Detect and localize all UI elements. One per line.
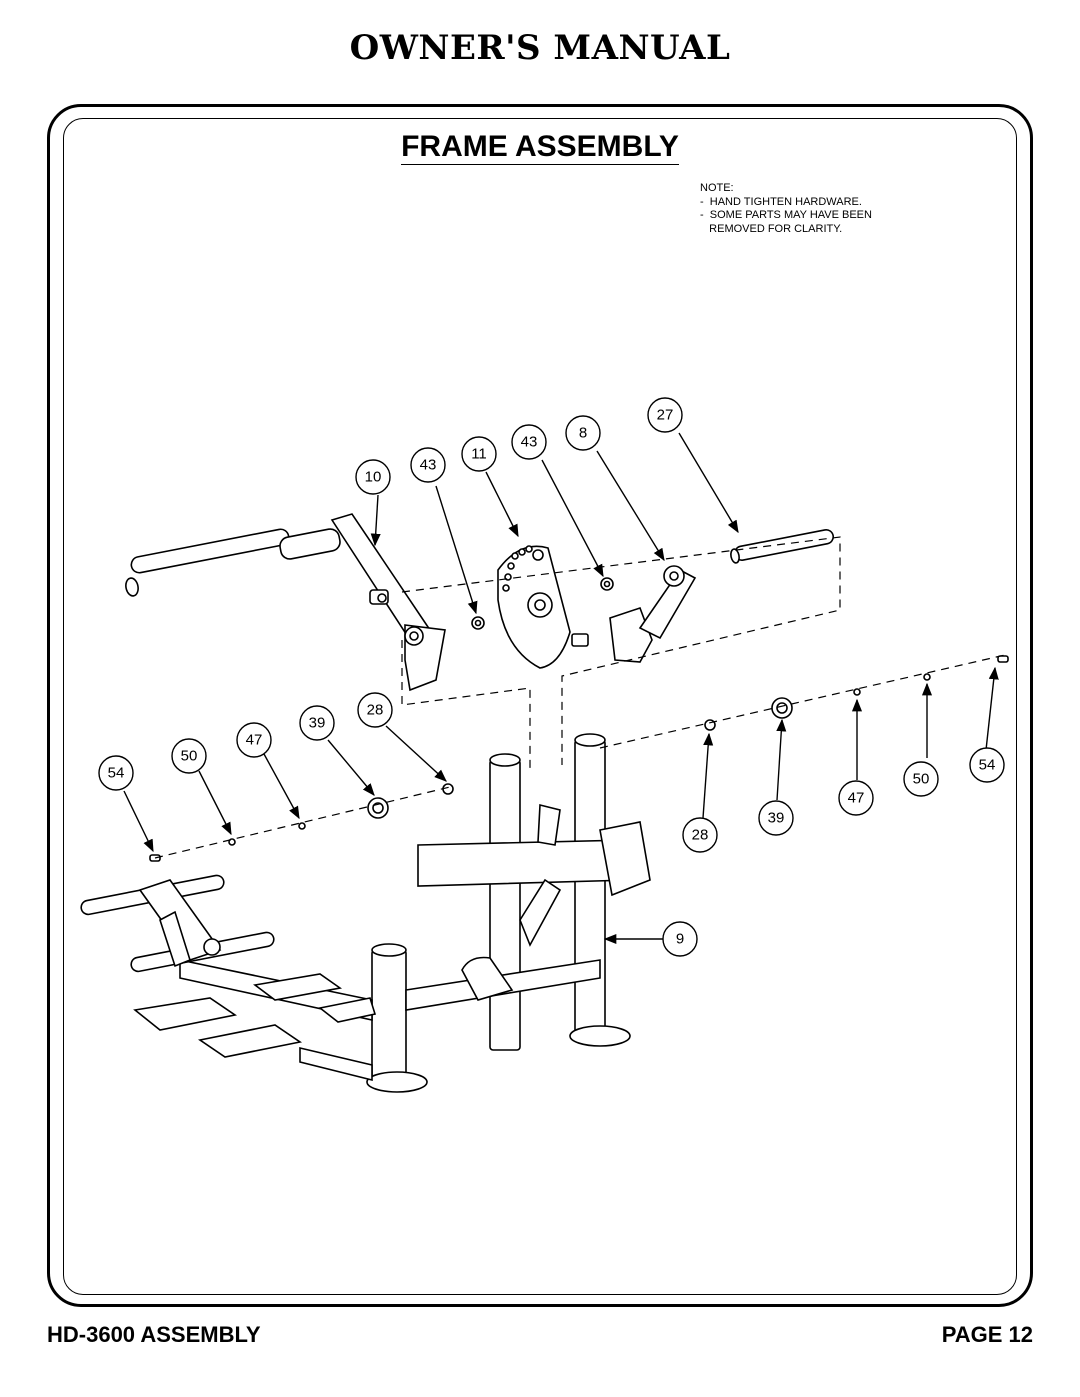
callout-leaders xyxy=(123,432,999,945)
note-line-3: REMOVED FOR CLARITY. xyxy=(700,222,843,235)
section-title-text: FRAME ASSEMBLY xyxy=(401,130,679,165)
callout-28-right: 28 xyxy=(692,827,709,844)
outer-frame xyxy=(47,104,1033,1307)
callout-8: 8 xyxy=(579,425,587,442)
callout-43-left: 43 xyxy=(420,457,437,474)
callout-54-left: 54 xyxy=(108,765,125,782)
note-heading: NOTE: xyxy=(700,182,734,194)
callout-43-right: 43 xyxy=(521,434,538,451)
callout-27: 27 xyxy=(657,407,674,424)
cam-plate xyxy=(497,545,589,669)
inner-frame xyxy=(63,118,1017,1295)
callout-28-left: 28 xyxy=(367,702,384,719)
footer-model: HD-3600 ASSEMBLY xyxy=(47,1322,261,1347)
callout-50-right: 50 xyxy=(913,771,930,788)
page-title: OWNER'S MANUAL xyxy=(349,28,731,68)
callout-50-left: 50 xyxy=(181,748,198,765)
callout-47-right: 47 xyxy=(848,790,865,807)
footer-page: PAGE 12 xyxy=(941,1322,1033,1347)
callout-11: 11 xyxy=(471,446,487,463)
section-title: FRAME ASSEMBLY xyxy=(0,130,1080,165)
foot-plates xyxy=(133,973,377,1058)
left-arm-assembly xyxy=(125,513,446,692)
callout-54-right: 54 xyxy=(979,757,996,774)
note-line-1: - HAND TIGHTEN HARDWARE. xyxy=(700,195,862,208)
callout-10: 10 xyxy=(365,469,382,486)
callout-39-right: 39 xyxy=(768,810,785,827)
callout-9: 9 xyxy=(676,931,684,948)
assembly-note: NOTE: - HAND TIGHTEN HARDWARE. - SOME PA… xyxy=(700,182,872,236)
callout-39-left: 39 xyxy=(309,715,326,732)
lower-handle-assembly xyxy=(80,874,275,973)
right-arm-assembly xyxy=(609,528,835,663)
assembly-guide-lines xyxy=(154,536,1006,859)
note-line-2: - SOME PARTS MAY HAVE BEEN xyxy=(700,209,872,221)
callout-47-left: 47 xyxy=(246,732,263,749)
